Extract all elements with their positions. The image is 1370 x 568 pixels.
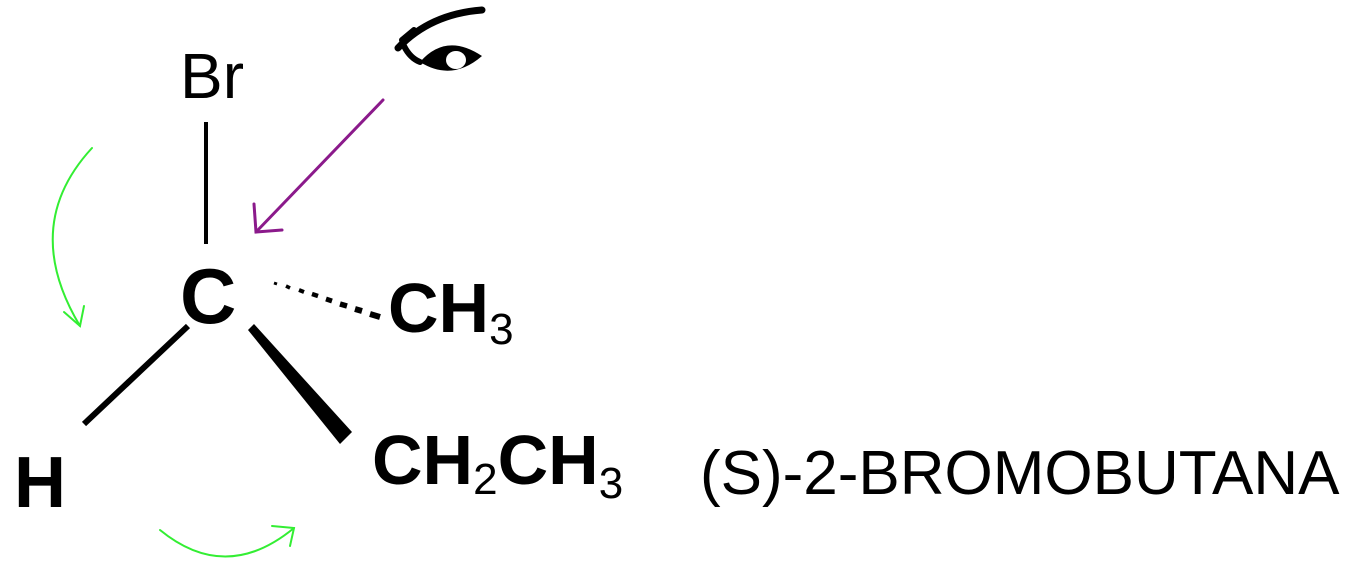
ethyl-part2: CH — [498, 421, 599, 499]
atom-bromine: Br — [180, 40, 244, 112]
eye-icon — [394, 6, 486, 71]
atom-carbon: C — [180, 252, 236, 340]
ethyl-subscript-2: 2 — [473, 455, 497, 504]
rotation-arrow-bottom — [159, 525, 296, 558]
ethyl-part1: CH — [372, 421, 473, 499]
bond-c-h — [81, 323, 191, 427]
wedge-bond-c-ethyl — [248, 324, 352, 444]
viewing-direction-arrow — [252, 98, 385, 234]
group-ethyl: CH2CH3 — [372, 421, 623, 508]
hashed-bond-c-ch3 — [273, 281, 381, 320]
compound-name: (S)-2-BROMOBUTANA — [700, 439, 1340, 508]
methyl-main: CH — [388, 269, 489, 347]
methyl-subscript: 3 — [489, 305, 513, 354]
atom-hydrogen: H — [14, 443, 66, 523]
ethyl-subscript-3: 3 — [599, 459, 623, 508]
rotation-arrow-left — [51, 147, 93, 328]
group-methyl: CH3 — [388, 269, 514, 354]
